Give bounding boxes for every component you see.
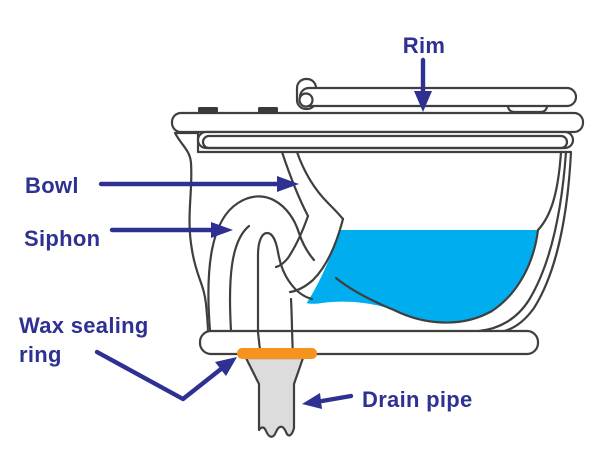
toilet-lid xyxy=(298,86,578,108)
siphon-arrowhead-icon xyxy=(211,222,233,238)
drain-arrow xyxy=(319,393,354,404)
bowl-water xyxy=(277,230,538,323)
toilet-seat xyxy=(170,111,585,134)
bowl-right-wall-inner xyxy=(536,150,563,232)
trap-inner-wall-line xyxy=(228,224,251,333)
bowl-floor-line xyxy=(334,228,540,324)
channel-right-edge xyxy=(288,217,345,294)
hinge-bolt-left xyxy=(198,107,218,114)
wax-arrowhead-icon xyxy=(215,357,237,376)
bowl-right-wall-middle xyxy=(477,150,568,333)
trap-outer-wall-line xyxy=(207,195,316,333)
label-siphon: Siphon xyxy=(24,226,100,251)
label-wax-line2: ring xyxy=(19,342,62,367)
rim-inner-lip xyxy=(201,134,569,150)
wax-arrow xyxy=(94,349,224,402)
siphon-hump xyxy=(207,194,302,332)
label-drain: Drain pipe xyxy=(362,387,473,412)
drain-arrowhead-icon xyxy=(302,393,322,409)
wax-sealing-ring xyxy=(237,348,317,359)
label-rim: Rim xyxy=(403,33,445,58)
channel-left-edge xyxy=(274,214,310,269)
hinge-pin xyxy=(298,92,314,108)
bowl-back-wall-outer xyxy=(280,150,310,218)
bowl-back-wall-inner xyxy=(295,150,345,221)
drain-pipe xyxy=(244,356,305,438)
hinge-bolt-right xyxy=(258,107,278,114)
rim-outer xyxy=(196,130,575,150)
rim-arrowhead-icon xyxy=(414,91,432,112)
label-wax-line1: Wax sealing xyxy=(19,313,149,338)
bowl-arrowhead-icon xyxy=(277,176,299,192)
label-bowl: Bowl xyxy=(25,173,79,198)
